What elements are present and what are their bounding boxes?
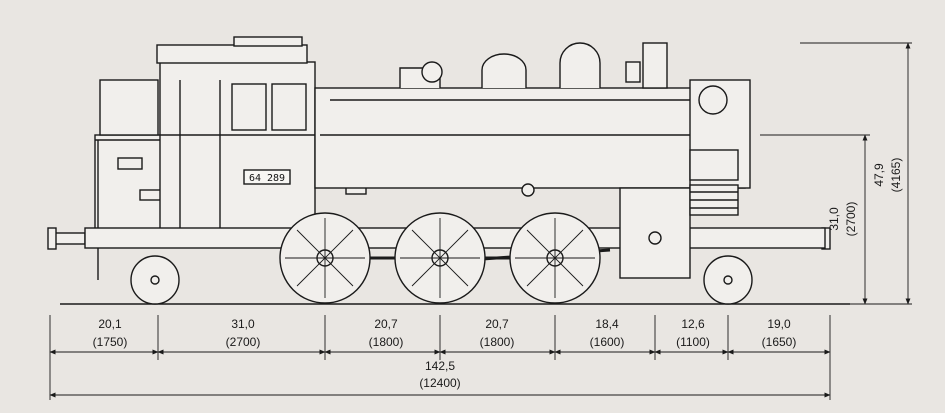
dim-1-mm: (1750) [93, 335, 128, 349]
whistle [625, 61, 641, 83]
dim-5-mm: (1600) [590, 335, 625, 349]
wheel-spokes [285, 218, 595, 298]
coal-bunker [94, 79, 166, 280]
dim-5-scale: 18,4 [595, 317, 619, 331]
smokebox [689, 79, 751, 189]
boiler-fittings [399, 42, 668, 89]
overall-length-scale: 142,5 [425, 359, 455, 373]
cab-window-right [271, 83, 307, 131]
vdim-2-scale: 47,9 [872, 163, 886, 187]
dimension-lines [49, 42, 912, 400]
dim-2-mm: (2700) [226, 335, 261, 349]
locomotive-side-view: 64 289 [47, 36, 850, 305]
overall-length-mm: (12400) [419, 376, 460, 390]
number-plate-text: 64 289 [249, 173, 285, 184]
rear-buffer [47, 227, 86, 250]
dim-1-scale: 20,1 [98, 317, 122, 331]
headlamp [698, 85, 728, 115]
dim-4-mm: (1800) [480, 335, 515, 349]
dim-7-mm: (1650) [762, 335, 797, 349]
dim-6-scale: 12,6 [681, 317, 705, 331]
dim-2-scale: 31,0 [231, 317, 255, 331]
vdim-1-scale: 31,0 [827, 207, 841, 231]
vertical-dimension-labels: 31,0 (2700) 47,9 (4165) [827, 158, 903, 237]
cab [156, 36, 367, 233]
chimney [642, 42, 668, 89]
dim-4-scale: 20,7 [485, 317, 509, 331]
vdim-1-mm: (2700) [844, 202, 858, 237]
feedwater-pump [689, 184, 739, 216]
cab-window-left [231, 83, 267, 131]
number-plate: 64 289 [243, 169, 291, 185]
dimension-labels: 20,1 (1750) 31,0 (2700) 20,7 (1800) 20,7… [93, 317, 797, 390]
steam-dome [481, 53, 527, 88]
dim-3-scale: 20,7 [374, 317, 398, 331]
sand-dome [559, 42, 601, 88]
vdim-2-mm: (4165) [889, 158, 903, 193]
boiler [314, 87, 746, 197]
dim-3-mm: (1800) [369, 335, 404, 349]
dim-6-mm: (1100) [676, 335, 710, 349]
dim-7-scale: 19,0 [767, 317, 791, 331]
